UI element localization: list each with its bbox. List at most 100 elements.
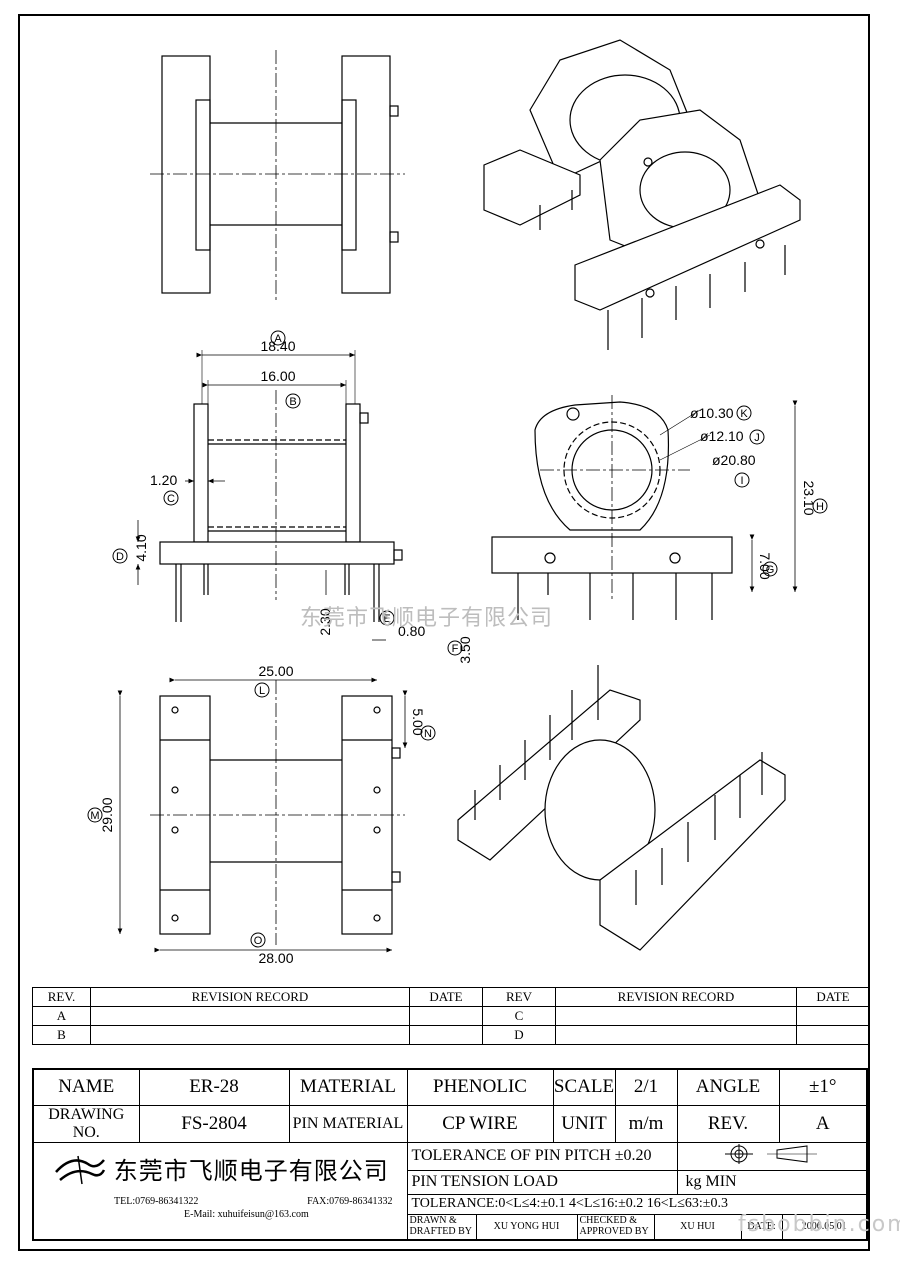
angle-label: ANGLE: [676, 1068, 780, 1106]
svg-text:G: G: [766, 564, 775, 576]
marker-c: C: [163, 490, 179, 506]
unit-label: UNIT: [552, 1104, 616, 1143]
rev-cell-2: C: [482, 1006, 556, 1026]
scale-label: SCALE: [552, 1068, 616, 1106]
table-row: B D: [32, 1025, 870, 1045]
first-angle-projection-icon: [724, 1143, 817, 1164]
dim-l: 25.00: [258, 663, 293, 679]
title-block: NAME ER-28 MATERIAL PHENOLIC SCALE 2/1 A…: [32, 1068, 868, 1241]
checked-by: XU HUI: [655, 1214, 742, 1239]
dim-e2: 2.30: [317, 608, 333, 635]
marker-g: G: [762, 561, 778, 577]
rev-cell-2: D: [482, 1025, 556, 1045]
marker-d: D: [112, 548, 128, 564]
svg-text:N: N: [424, 728, 432, 740]
marker-o: O: [250, 932, 266, 948]
rev-cell: A: [32, 1006, 91, 1026]
front-view: [135, 350, 403, 641]
svg-text:B: B: [289, 396, 296, 408]
tolerance-ranges: TOLERANCE:0<L≤4:±0.1 4<L≤16:±0.2 16<L≤63…: [406, 1193, 868, 1215]
top-view: [150, 50, 405, 300]
tel: TEL:0769-86341322: [114, 1196, 199, 1207]
material-value: PHENOLIC: [406, 1068, 554, 1106]
svg-text:J: J: [754, 432, 760, 444]
material-label: MATERIAL: [288, 1068, 408, 1106]
marker-i: I: [734, 472, 750, 488]
marker-f: F: [447, 640, 463, 656]
marker-j: J: [749, 429, 765, 445]
company-logo-icon: [54, 1156, 105, 1185]
marker-k: K: [736, 405, 752, 421]
watermark-url: fsbobbin.com: [738, 1212, 900, 1237]
svg-text:L: L: [259, 685, 265, 697]
svg-text:E: E: [383, 613, 390, 625]
drawn-by: XU YONG HUI: [477, 1214, 578, 1239]
bottom-view: [117, 677, 408, 953]
marker-l: L: [254, 682, 270, 698]
dim-o: 28.00: [258, 950, 293, 966]
marker-b: B: [285, 393, 301, 409]
part-name: ER-28: [138, 1068, 290, 1106]
dim-i: ø20.80: [712, 452, 756, 468]
svg-text:A: A: [274, 333, 282, 345]
svg-text:D: D: [116, 551, 124, 563]
contact-cell: TEL:0769-86341322 FAX:0769-86341332 E-Ma…: [32, 1194, 408, 1240]
scale-value: 2/1: [614, 1068, 678, 1106]
rev-label: REV.: [676, 1104, 780, 1143]
dim-d: 4.10: [133, 534, 149, 561]
revision-record-header: REVISION RECORD: [90, 987, 410, 1007]
drawn-label: DRAWN & DRAFTED BY: [408, 1214, 477, 1239]
iso-view-lower: [457, 665, 786, 951]
dim-f: 3.50: [457, 636, 473, 663]
dim-b: 16.00: [260, 368, 295, 384]
date-value: 2006.05.01: [801, 1220, 847, 1232]
marker-a: A: [270, 330, 286, 346]
svg-text:C: C: [167, 493, 175, 505]
technical-drawing: 18.40 16.00 1.20 4.10 2.30 0.80 3.50 ø10…: [87, 39, 828, 966]
date-header: DATE: [409, 987, 483, 1007]
drawing-no-label: DRAWING NO.: [32, 1104, 140, 1143]
rev-header: REV.: [32, 987, 91, 1007]
side-view: [491, 395, 798, 620]
pin-material-value: CP WIRE: [406, 1104, 554, 1143]
dim-e: 0.80: [398, 623, 425, 639]
dim-m: 29.00: [99, 797, 115, 832]
iso-view-upper: [483, 39, 801, 350]
date-header-2: DATE: [796, 987, 870, 1007]
table-row: A C: [32, 1006, 870, 1026]
company-cell: 东莞市飞顺电子有限公司: [32, 1141, 408, 1194]
marker-n: N: [420, 725, 436, 741]
svg-text:O: O: [254, 935, 263, 947]
dim-c: 1.20: [150, 472, 177, 488]
company-name: 东莞市飞顺电子有限公司: [113, 1156, 389, 1185]
marker-m: M: [87, 807, 103, 823]
rev-header-2: REV: [482, 987, 556, 1007]
svg-text:H: H: [816, 501, 824, 513]
unit-value: m/m: [614, 1104, 678, 1143]
pin-material-label: PIN MATERIAL: [288, 1104, 408, 1143]
dim-j: ø12.10: [700, 428, 744, 444]
svg-text:K: K: [740, 408, 748, 420]
svg-text:I: I: [740, 475, 743, 487]
rev-value: A: [778, 1104, 868, 1143]
revision-record-header-2: REVISION RECORD: [555, 987, 797, 1007]
tolerance-pin-pitch: TOLERANCE OF PIN PITCH ±0.20: [406, 1141, 678, 1171]
drawing-no: FS-2804: [138, 1104, 290, 1143]
dim-k: ø10.30: [690, 405, 734, 421]
drawing-frame: [18, 14, 870, 1251]
pin-tension-unit: kg MIN: [676, 1169, 868, 1195]
email: E-Mail: xuhuifeisun@163.com: [184, 1209, 309, 1220]
projection-symbol: [676, 1141, 868, 1171]
pin-tension-label: PIN TENSION LOAD: [406, 1169, 678, 1195]
rev-cell: B: [32, 1025, 91, 1045]
marker-e: E: [379, 610, 395, 626]
dim-a: 18.40: [260, 338, 295, 354]
marker-h: H: [812, 498, 828, 514]
date-label: DATE:: [742, 1214, 783, 1239]
svg-text:M: M: [90, 810, 99, 822]
fax: FAX:0769-86341332: [307, 1196, 393, 1207]
dim-g: 7.00: [757, 552, 773, 579]
svg-text:F: F: [452, 643, 459, 655]
angle-value: ±1°: [778, 1068, 868, 1106]
checked-label: CHECKED & APPROVED BY: [578, 1214, 655, 1239]
